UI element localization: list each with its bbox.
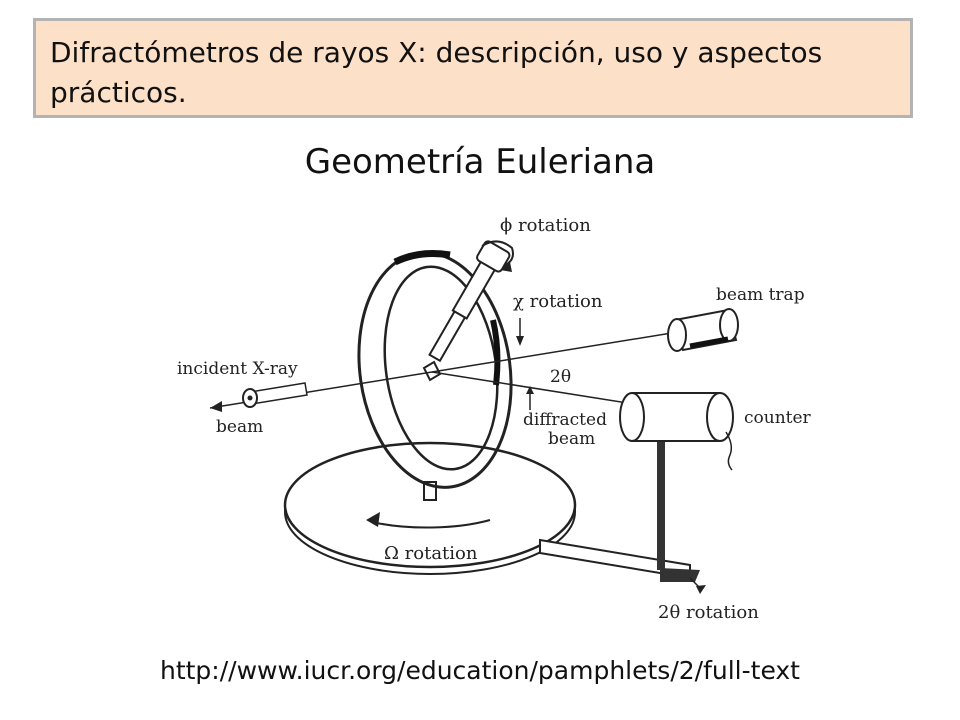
counter-post bbox=[657, 420, 665, 570]
omega-base-edge bbox=[284, 505, 576, 575]
two-theta-arm-end bbox=[660, 568, 700, 582]
diffracted-arrowhead bbox=[526, 386, 534, 394]
incident-beam-arrowhead bbox=[210, 401, 222, 412]
phi-arrow bbox=[481, 240, 514, 267]
phi-goniometer-head bbox=[428, 240, 511, 363]
label-incident-beam: beam bbox=[216, 417, 263, 437]
label-two-theta: 2θ bbox=[550, 367, 571, 387]
label-phi-rotation: ϕ rotation bbox=[500, 215, 591, 236]
chi-arrowhead bbox=[516, 336, 524, 346]
collimator bbox=[242, 382, 308, 408]
omega-arrowhead bbox=[366, 512, 380, 527]
counter-detector bbox=[619, 392, 734, 471]
omega-arrow bbox=[371, 519, 491, 529]
page-title: Difractómetros de rayos X: descripción, … bbox=[50, 36, 823, 109]
source-url: http://www.iucr.org/education/pamphlets/… bbox=[159, 656, 800, 685]
label-diffracted-beam: beam bbox=[548, 429, 595, 449]
label-omega-rotation: Ω rotation bbox=[384, 543, 478, 564]
direct-beam-line bbox=[431, 329, 691, 373]
title-box: Difractómetros de rayos X: descripción, … bbox=[33, 18, 913, 118]
diagram-subtitle: Geometría Euleriana bbox=[304, 142, 656, 182]
label-incident-xray: incident X-ray bbox=[177, 359, 298, 379]
two-theta-arrowhead bbox=[696, 585, 706, 594]
label-two-theta-rotation: 2θ rotation bbox=[658, 602, 759, 623]
beam-trap bbox=[667, 308, 739, 352]
label-counter: counter bbox=[744, 408, 812, 428]
label-beam-trap: beam trap bbox=[716, 285, 805, 305]
phi-arrowhead bbox=[500, 262, 512, 272]
chi-circle-shade-right bbox=[490, 319, 501, 386]
label-chi-rotation: χ rotation bbox=[513, 291, 603, 312]
chi-circle-shade-top bbox=[393, 250, 451, 266]
label-diffracted: diffracted bbox=[523, 410, 607, 430]
diffracted-beam-line bbox=[431, 371, 641, 406]
